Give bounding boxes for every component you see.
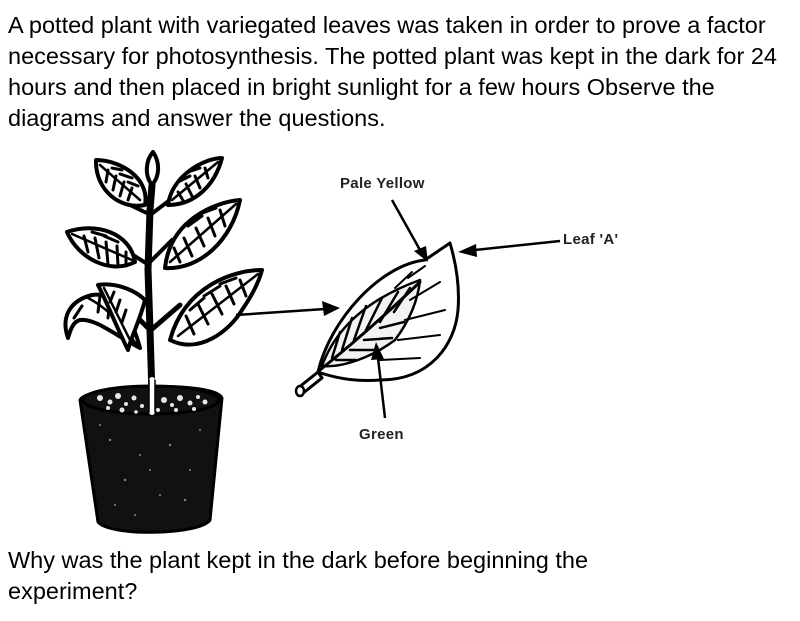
pointer-arrow — [235, 301, 340, 317]
label-leaf-a: Leaf 'A' — [563, 231, 619, 248]
label-pale-yellow: Pale Yellow — [340, 175, 425, 192]
leaf-a-detail-drawing — [294, 241, 460, 398]
label-green: Green — [359, 426, 404, 443]
pale-yellow-pointer — [390, 199, 428, 262]
question-intro-text: A potted plant with variegated leaves wa… — [8, 12, 777, 131]
question-prompt-text: Why was the plant kept in the dark befor… — [8, 547, 589, 604]
diagram-figure: Pale Yellow Leaf 'A' Green — [0, 140, 800, 545]
plant-experiment-illustration — [63, 150, 561, 534]
green-pointer — [371, 342, 387, 419]
potted-plant-drawing — [63, 150, 264, 534]
leaf-a-pointer — [458, 239, 561, 257]
